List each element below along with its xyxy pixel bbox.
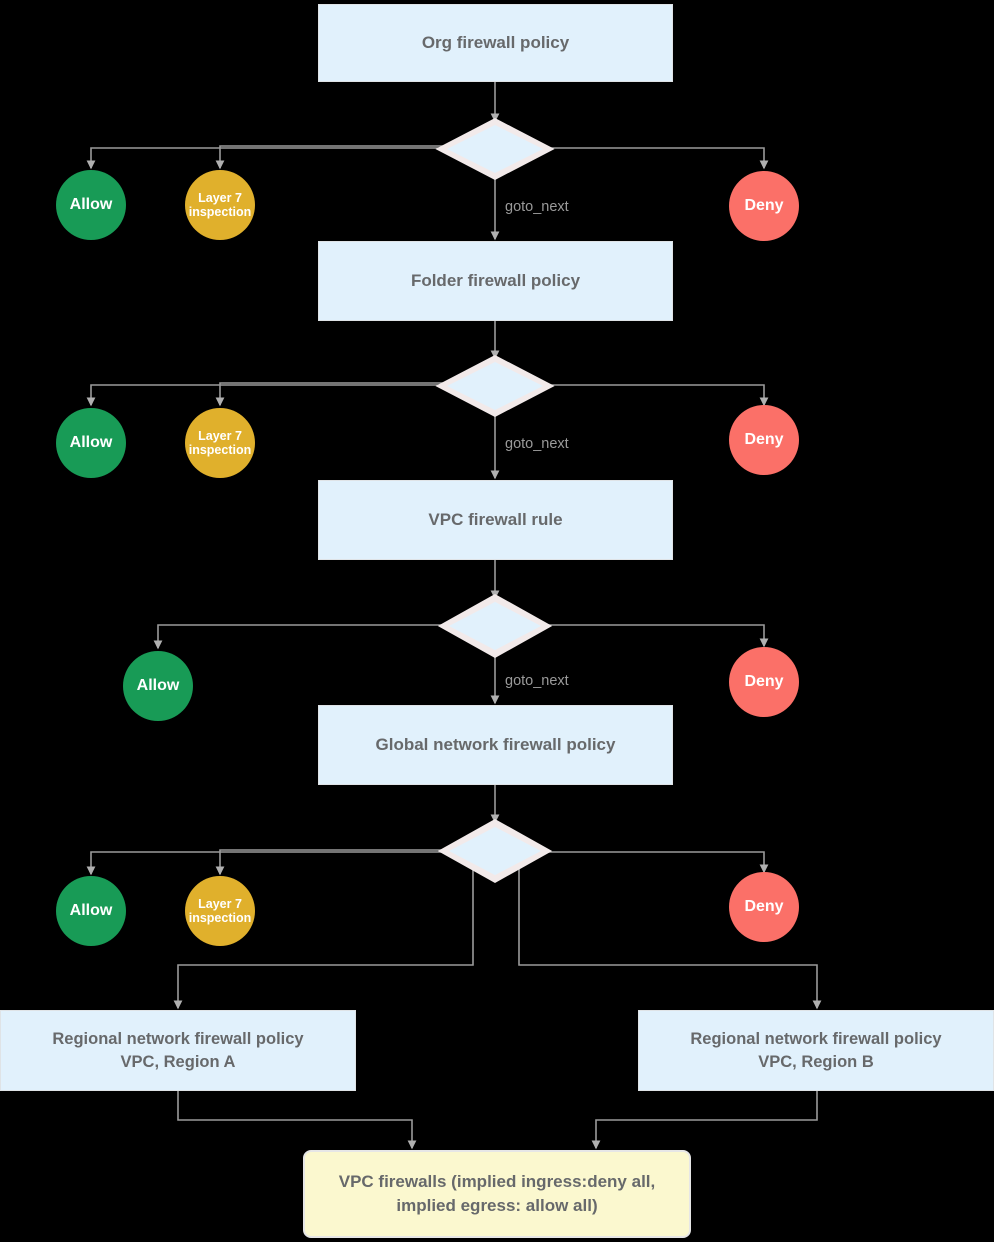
edge-decision4-to-deny4: [543, 851, 769, 874]
outcome-allow-level3[interactable]: Allow: [123, 651, 193, 721]
outcome-label-line1: Layer 7: [198, 429, 242, 443]
outcome-label: Allow: [69, 434, 113, 452]
node-regional-network-firewall-policy-b[interactable]: Regional network firewall policy VPC, Re…: [638, 1010, 994, 1091]
edge-decision2-to-deny2: [547, 384, 769, 407]
edge-decision3-to-deny3: [543, 624, 769, 648]
outcome-label-line1: Layer 7: [198, 897, 242, 911]
node-regional-network-firewall-policy-a[interactable]: Regional network firewall policy VPC, Re…: [0, 1010, 356, 1091]
node-label-line1: Regional network firewall policy: [690, 1030, 942, 1049]
outcome-allow-level4[interactable]: Allow: [56, 876, 126, 946]
outcome-allow-level1[interactable]: Allow: [56, 170, 126, 240]
edge-decision1-to-allow1: [86, 147, 443, 170]
edge-regional-a-to-vpc-firewalls: [177, 1091, 417, 1150]
outcome-label: Allow: [69, 902, 113, 920]
outcome-deny-level1[interactable]: Deny: [729, 171, 799, 241]
edge-decision2-to-layer7-2: [215, 382, 443, 407]
edge-decision1-to-deny1: [547, 147, 769, 170]
edge-label-goto-next-1: goto_next: [505, 199, 569, 215]
edge-decision2-to-allow2: [86, 384, 443, 407]
outcome-layer7-inspection-level4[interactable]: Layer 7 inspection: [185, 876, 255, 946]
edge-label-goto-next-2: goto_next: [505, 436, 569, 452]
edge-decision1-to-layer7-1: [215, 145, 443, 170]
outcome-label-line2: inspection: [188, 911, 252, 925]
outcome-layer7-inspection-level2[interactable]: Layer 7 inspection: [185, 408, 255, 478]
node-folder-firewall-policy[interactable]: Folder firewall policy: [318, 241, 673, 321]
node-label-line2: VPC, Region B: [758, 1052, 874, 1071]
outcome-layer7-inspection-level1[interactable]: Layer 7 inspection: [185, 170, 255, 240]
node-label: Org firewall policy: [421, 32, 570, 52]
outcome-allow-level2[interactable]: Allow: [56, 408, 126, 478]
edge-decision4-to-layer7-4: [215, 849, 448, 876]
outcome-label-line2: inspection: [188, 443, 252, 457]
node-global-network-firewall-policy[interactable]: Global network firewall policy: [318, 705, 673, 785]
node-label: VPC firewall rule: [428, 509, 563, 529]
node-label-line2: VPC, Region A: [120, 1052, 236, 1071]
outcome-label: Deny: [744, 197, 784, 215]
outcome-label: Allow: [69, 196, 113, 214]
node-label-line1: Regional network firewall policy: [52, 1030, 304, 1049]
outcome-deny-level4[interactable]: Deny: [729, 872, 799, 942]
edge-decision4-to-allow4: [86, 851, 448, 876]
outcome-deny-level2[interactable]: Deny: [729, 405, 799, 475]
node-vpc-firewall-rule[interactable]: VPC firewall rule: [318, 480, 673, 560]
node-label-line1: VPC firewalls (implied ingress:deny all,: [338, 1172, 656, 1192]
edge-label-goto-next-3: goto_next: [505, 673, 569, 689]
decision-diamond-global[interactable]: [437, 818, 553, 884]
edge-regional-b-to-vpc-firewalls: [591, 1091, 818, 1150]
node-vpc-firewalls-implied-rules[interactable]: VPC firewalls (implied ingress:deny all,…: [303, 1150, 691, 1238]
decision-diamond-folder[interactable]: [435, 355, 555, 417]
outcome-label: Deny: [744, 431, 784, 449]
decision-diamond-vpc-rule[interactable]: [437, 593, 553, 659]
outcome-label-line2: inspection: [188, 205, 252, 219]
node-org-firewall-policy[interactable]: Org firewall policy: [318, 4, 673, 82]
node-label: Folder firewall policy: [410, 270, 581, 290]
outcome-label: Allow: [136, 677, 180, 695]
node-label-line2: implied egress: allow all): [396, 1196, 598, 1215]
outcome-label: Deny: [744, 898, 784, 916]
outcome-label: Deny: [744, 673, 784, 691]
outcome-deny-level3[interactable]: Deny: [729, 647, 799, 717]
edge-decision3-to-allow3: [153, 624, 448, 650]
outcome-label-line1: Layer 7: [198, 191, 242, 205]
decision-diamond-org[interactable]: [435, 118, 555, 180]
node-label: Global network firewall policy: [375, 734, 616, 754]
